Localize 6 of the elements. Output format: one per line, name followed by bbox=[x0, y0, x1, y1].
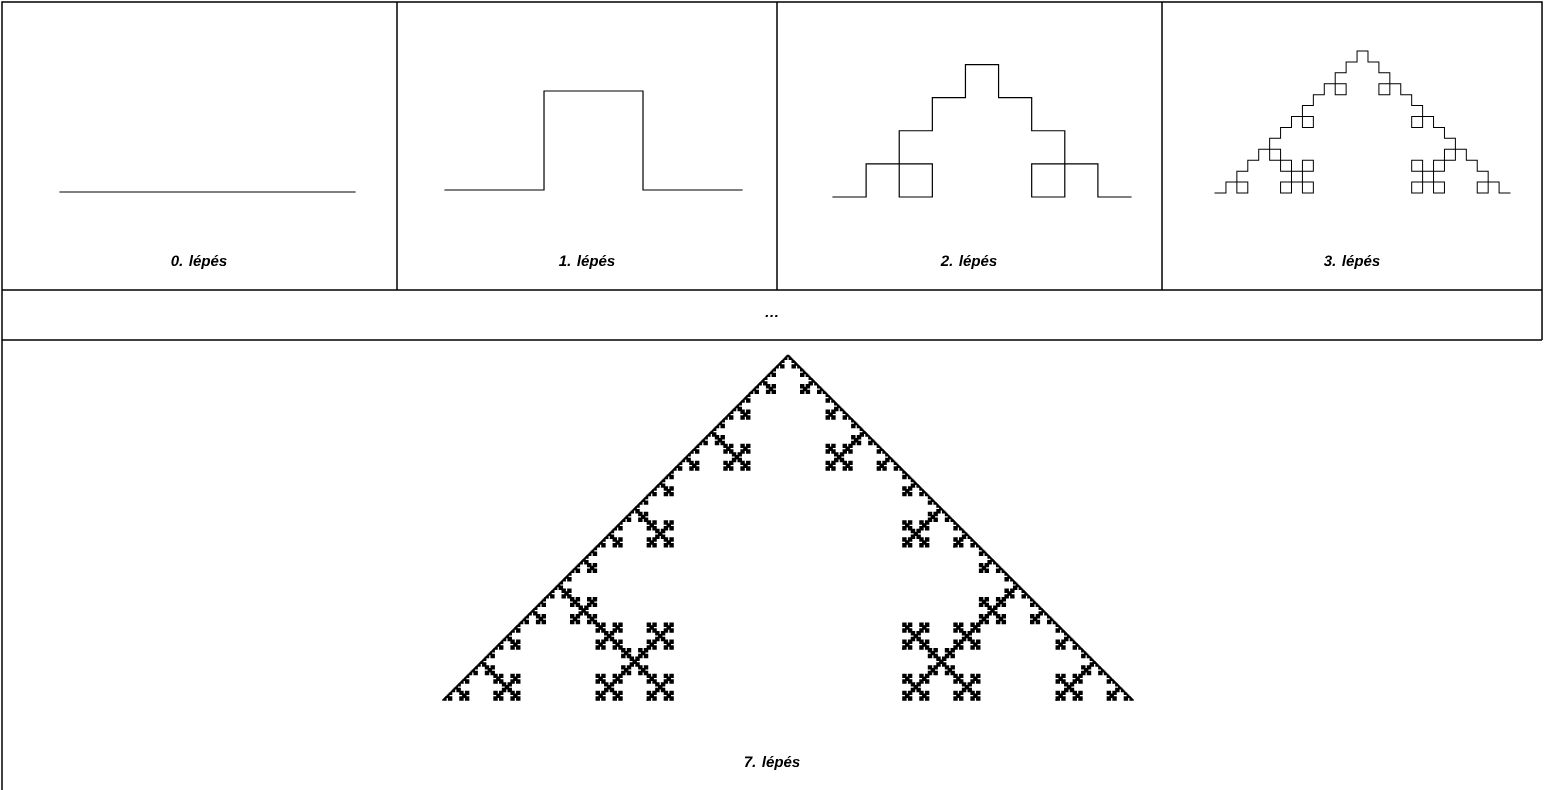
step-label: … bbox=[765, 314, 778, 318]
step-label: 0. lépés bbox=[171, 254, 227, 270]
step-label: 1. lépés bbox=[559, 254, 615, 270]
step-label: 3. lépés bbox=[1323, 254, 1380, 270]
step-label: 2. lépés bbox=[940, 254, 997, 270]
step-label: 7. lépés bbox=[744, 755, 800, 771]
